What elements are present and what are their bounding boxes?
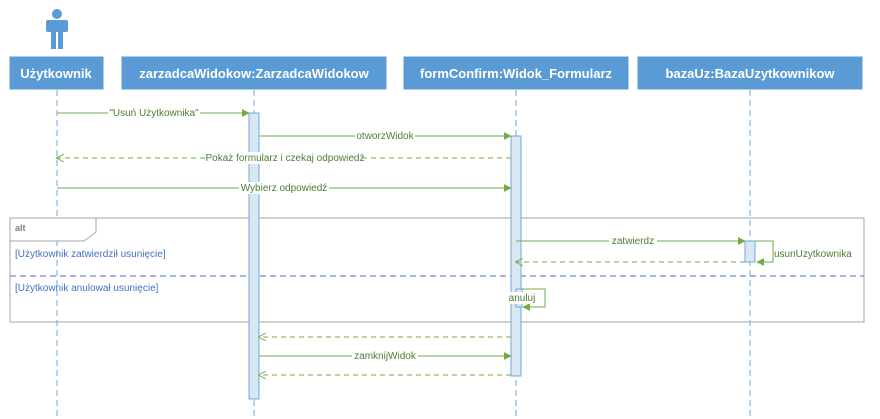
message-usun-uzytkownika-self[interactable]: usunUzytkownika xyxy=(755,240,852,266)
message-zatwierdz[interactable]: zatwierdz xyxy=(516,235,746,247)
message-usun-uzytkownika[interactable]: "Usuń Użytkownika" xyxy=(57,107,250,119)
activation-manager xyxy=(248,112,260,400)
message-label: usunUzytkownika xyxy=(774,249,852,260)
activation-db xyxy=(744,240,756,263)
lifeline-form-title: formConfirm:Widok_Formularz xyxy=(420,66,612,81)
message-zamknij-widok[interactable]: zamknijWidok xyxy=(259,350,512,362)
message-pokaz-formularz[interactable]: Pokaż formularz i czekaj odpowiedź xyxy=(57,152,511,164)
message-label: zatwierdz xyxy=(612,236,654,247)
message-label: Wybierz odpowiedź xyxy=(241,183,328,194)
lifeline-user-title: Użytkownik xyxy=(20,66,92,81)
guard-confirmed: [Użytkownik zatwierdził usunięcie] xyxy=(15,249,166,260)
lifeline-db-title: bazaUz:BazaUzytkownikow xyxy=(665,66,835,81)
message-wybierz-odpowiedz[interactable]: Wybierz odpowiedź xyxy=(57,182,512,194)
message-label: "Usuń Użytkownika" xyxy=(109,108,199,119)
message-label: Pokaż formularz i czekaj odpowiedź xyxy=(206,153,365,164)
message-label: zamknijWidok xyxy=(354,351,417,362)
lifeline-form-header[interactable]: formConfirm:Widok_Formularz xyxy=(403,56,629,90)
alt-operator: alt xyxy=(15,223,26,233)
person-icon xyxy=(46,9,68,49)
message-label: anuluj xyxy=(509,293,536,304)
lifeline-manager-title: zarzadcaWidokow:ZarzadcaWidokow xyxy=(139,66,369,81)
alt-fragment: alt [Użytkownik zatwierdził usunięcie] [… xyxy=(9,217,865,323)
guard-cancelled: [Użytkownik anulował usunięcie] xyxy=(15,283,159,294)
message-otworz-widok[interactable]: otworzWidok xyxy=(259,130,512,142)
activation-form xyxy=(510,135,522,377)
lifeline-user-header[interactable]: Użytkownik xyxy=(9,56,104,90)
lifeline-manager-header[interactable]: zarzadcaWidokow:ZarzadcaWidokow xyxy=(121,56,387,90)
lifeline-db-header[interactable]: bazaUz:BazaUzytkownikow xyxy=(637,56,863,90)
message-anuluj-self[interactable]: anuluj xyxy=(506,288,546,311)
message-label: otworzWidok xyxy=(356,131,414,142)
